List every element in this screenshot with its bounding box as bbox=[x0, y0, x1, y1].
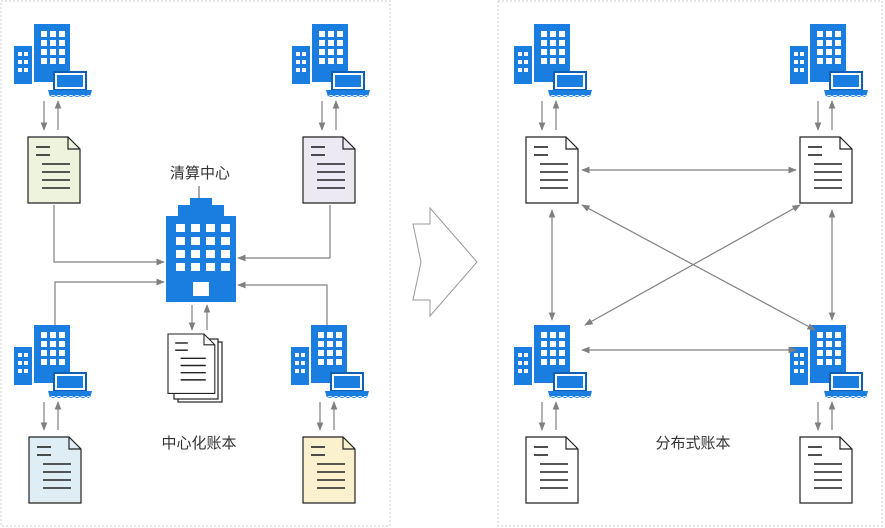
transition-arrow-icon bbox=[412, 206, 478, 318]
clearing-center-label: 清算中心 bbox=[170, 164, 230, 182]
institution-icon bbox=[290, 324, 370, 399]
institution-icon bbox=[513, 23, 593, 98]
ledger-document-icon bbox=[302, 436, 356, 504]
left-panel-frame bbox=[0, 0, 391, 527]
right-flow-arrows bbox=[538, 100, 836, 431]
distributed-ledger-caption: 分布式账本 bbox=[655, 434, 730, 452]
ledger-document-icon bbox=[525, 436, 579, 504]
institution-icon bbox=[789, 324, 869, 399]
ledger-document-icon bbox=[28, 436, 82, 504]
ledger-document-icon bbox=[799, 136, 853, 204]
ledger-document-icon bbox=[799, 436, 853, 504]
clearing-center-building-icon bbox=[166, 198, 236, 302]
central-ledger-stack-icon bbox=[167, 333, 223, 403]
institution-icon bbox=[513, 324, 593, 399]
ledger-document-icon bbox=[27, 136, 81, 204]
left-panel: 清算中心 中心化账本 bbox=[13, 23, 371, 504]
left-flow-arrows bbox=[40, 100, 340, 431]
right-panel-frame bbox=[497, 0, 883, 527]
ledger-document-icon bbox=[302, 136, 356, 204]
institution-icon bbox=[13, 324, 93, 399]
institution-icon bbox=[291, 23, 371, 98]
institution-icon bbox=[13, 23, 93, 98]
centralized-ledger-caption: 中心化账本 bbox=[161, 434, 236, 452]
right-panel: 分布式账本 bbox=[513, 23, 869, 504]
institution-icon bbox=[789, 23, 869, 98]
ledger-document-icon bbox=[525, 136, 579, 204]
